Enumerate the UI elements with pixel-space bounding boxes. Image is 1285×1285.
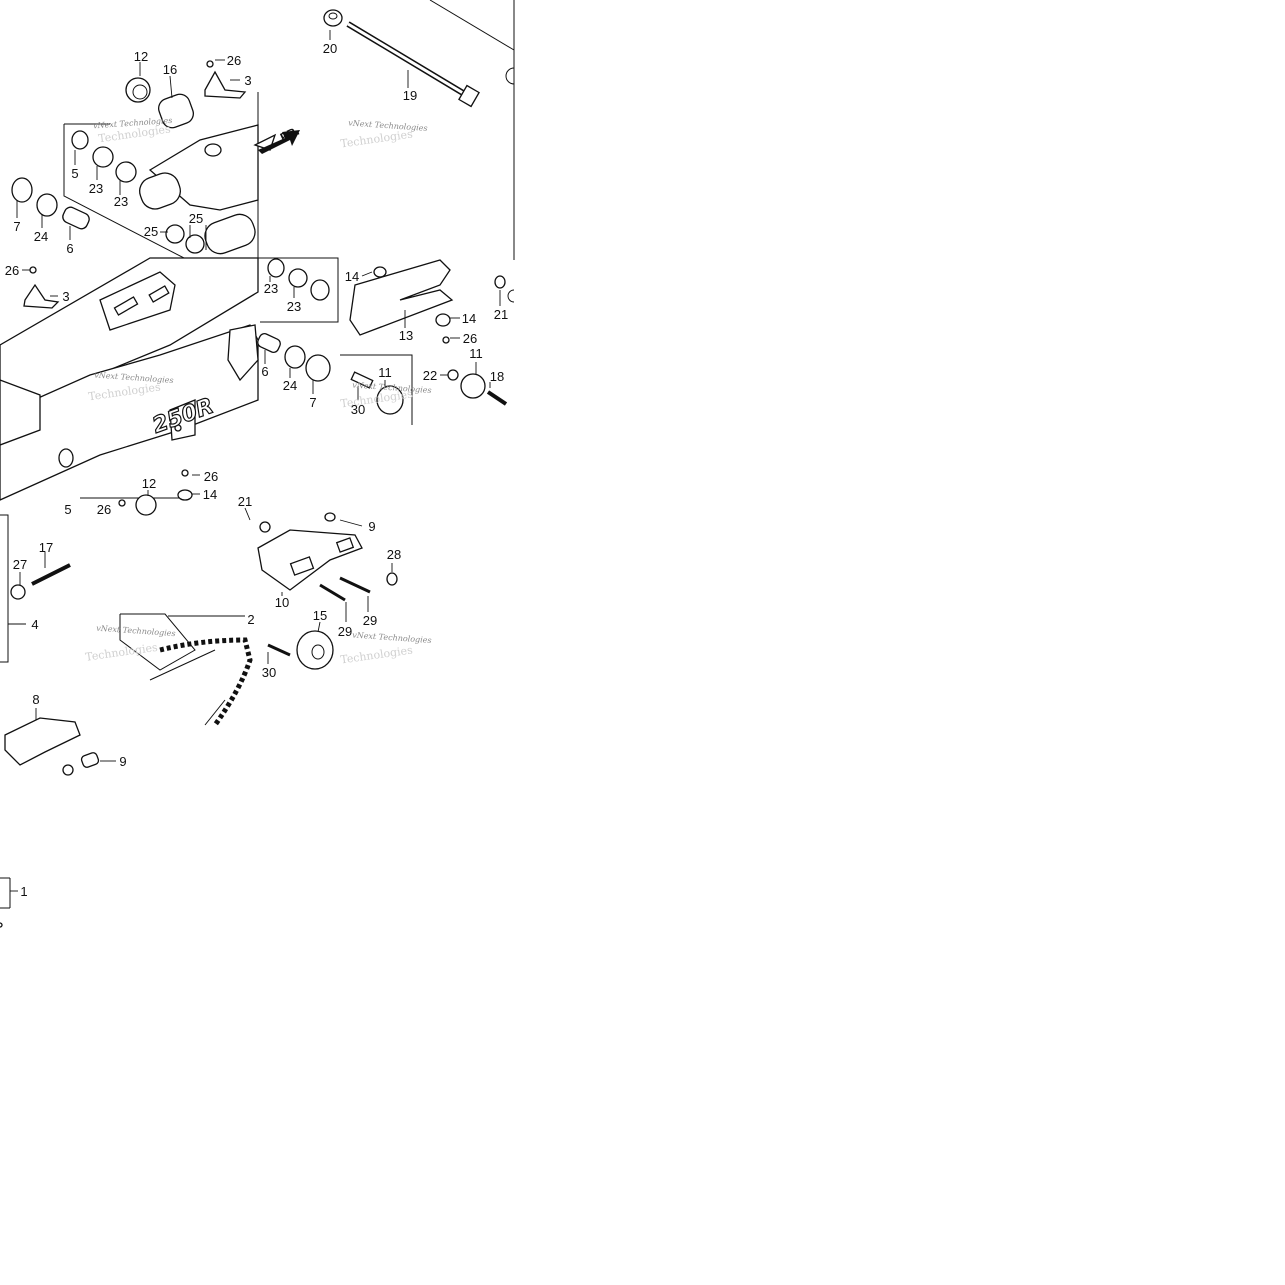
hardware-parts: [0, 9, 515, 928]
callout-label: 26: [463, 331, 477, 346]
callout-label: 26: [227, 53, 241, 68]
callout-label: 21: [494, 307, 508, 322]
leader-lines: [8, 30, 501, 892]
callout-label: 13: [399, 328, 413, 343]
callout-label: 1: [20, 884, 27, 899]
callout-label: 21: [238, 494, 252, 509]
callout-label: 26: [204, 469, 218, 484]
callout-label: 18: [490, 369, 504, 384]
callout-label: 19: [403, 88, 417, 103]
callout-label: 30: [262, 665, 276, 680]
diagram-frame-lines: [0, 0, 515, 909]
watermark-5: vNext Technologies: [96, 624, 176, 639]
callout-label: 25: [144, 224, 158, 239]
callout-label: 3: [244, 73, 251, 88]
callout-label: 30: [351, 402, 365, 417]
callout-label: 12: [134, 49, 148, 64]
swing-arm: 250R: [0, 257, 259, 501]
watermark-6: vNext Technologies: [352, 631, 432, 646]
callout-label: 14: [203, 487, 217, 502]
callout-label: 12: [142, 476, 156, 491]
callout-label: 25: [189, 211, 203, 226]
callout-label: 7: [13, 219, 20, 234]
callout-label: 3: [62, 289, 69, 304]
callout-label: 2: [247, 612, 254, 627]
callout-label: 27: [13, 557, 27, 572]
callout-label: 17: [39, 540, 53, 555]
front-direction-label: FR.: [278, 124, 301, 145]
pivot-assembly: FR.: [139, 124, 301, 255]
callout-label: 23: [264, 281, 278, 296]
callout-label: 24: [34, 229, 48, 244]
callout-label: 8: [32, 692, 39, 707]
callout-label: 22: [423, 368, 437, 383]
callout-label: 20: [323, 41, 337, 56]
callout-label: 23: [89, 181, 103, 196]
callout-label: 23: [287, 299, 301, 314]
callout-label: 28: [387, 547, 401, 562]
callout-label: 11: [469, 346, 483, 361]
callout-label: 26: [5, 263, 19, 278]
callout-label: 4: [31, 617, 38, 632]
callout-label: 6: [261, 364, 268, 379]
watermark-shadow-6: Technologies: [340, 643, 414, 666]
callout-label: 10: [275, 595, 289, 610]
callout-label: 6: [66, 241, 73, 256]
callout-label: 15: [313, 608, 327, 623]
callout-label: 9: [119, 754, 126, 769]
callout-label: 5: [64, 502, 71, 517]
callout-label: 9: [368, 519, 375, 534]
callout-label: 29: [338, 624, 352, 639]
callout-label: 23: [114, 194, 128, 209]
callout-label: 5: [71, 166, 78, 181]
callout-label: 7: [309, 395, 316, 410]
callout-label: 11: [378, 365, 392, 380]
callout-label: 16: [163, 62, 177, 77]
part-number-callouts: 20 19 12 16 26 3 5 23 23 7 24 6 25 25 26…: [5, 41, 508, 899]
callout-label: 26: [97, 502, 111, 517]
callout-label: 14: [462, 311, 476, 326]
callout-label: 29: [363, 613, 377, 628]
callout-label: 14: [345, 269, 359, 284]
callout-label: 24: [283, 378, 297, 393]
